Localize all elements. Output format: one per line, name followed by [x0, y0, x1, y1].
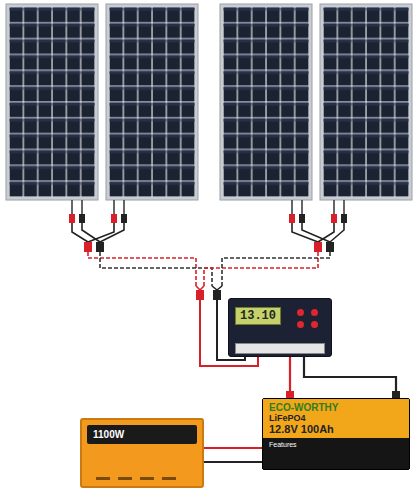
y-branch-wires	[72, 223, 344, 242]
control-button	[311, 321, 318, 328]
node-text: 13.10	[240, 309, 276, 323]
solar-panel	[220, 4, 312, 200]
control-button	[297, 321, 304, 328]
node-text: ECO-WORTHY	[269, 402, 403, 413]
y-branch-connectors	[84, 242, 334, 252]
power-cable	[289, 357, 291, 398]
node-text: 1100W	[93, 429, 191, 440]
power-cable	[304, 357, 396, 398]
control-button	[297, 309, 304, 316]
node-text: LiFePO4	[269, 413, 403, 423]
lcd-display: 13.10	[235, 307, 281, 325]
vent-slot	[140, 477, 154, 480]
terminal-strip	[235, 343, 325, 354]
battery-label-band: ECO-WORTHYLiFePO412.8V 100Ah	[263, 399, 409, 438]
solar-panel	[106, 4, 198, 200]
mc4-connectors	[69, 214, 347, 223]
extension-cables	[88, 252, 330, 286]
node-text: 12.8V 100Ah	[269, 423, 403, 435]
center-connectors	[196, 290, 221, 300]
inverter-top-panel: 1100W	[87, 425, 197, 444]
lifepo4-battery: ECO-WORTHYLiFePO412.8V 100AhFeatures	[262, 398, 410, 470]
vent-slot	[96, 477, 110, 480]
power-inverter: 1100W	[80, 418, 204, 488]
battery-terminals	[286, 391, 400, 398]
battery-body-panel: Features	[263, 438, 409, 452]
panel-leads	[72, 200, 344, 214]
control-button	[311, 309, 318, 316]
center-y-branch	[196, 286, 222, 290]
power-cable	[204, 461, 262, 463]
vent-slot	[118, 477, 132, 480]
solar-panel	[6, 4, 98, 200]
solar-panel	[320, 4, 412, 200]
node-text: Features	[269, 441, 403, 448]
charge-controller: 13.10	[228, 298, 332, 357]
vent-slot	[162, 477, 176, 480]
power-cable	[204, 447, 262, 449]
